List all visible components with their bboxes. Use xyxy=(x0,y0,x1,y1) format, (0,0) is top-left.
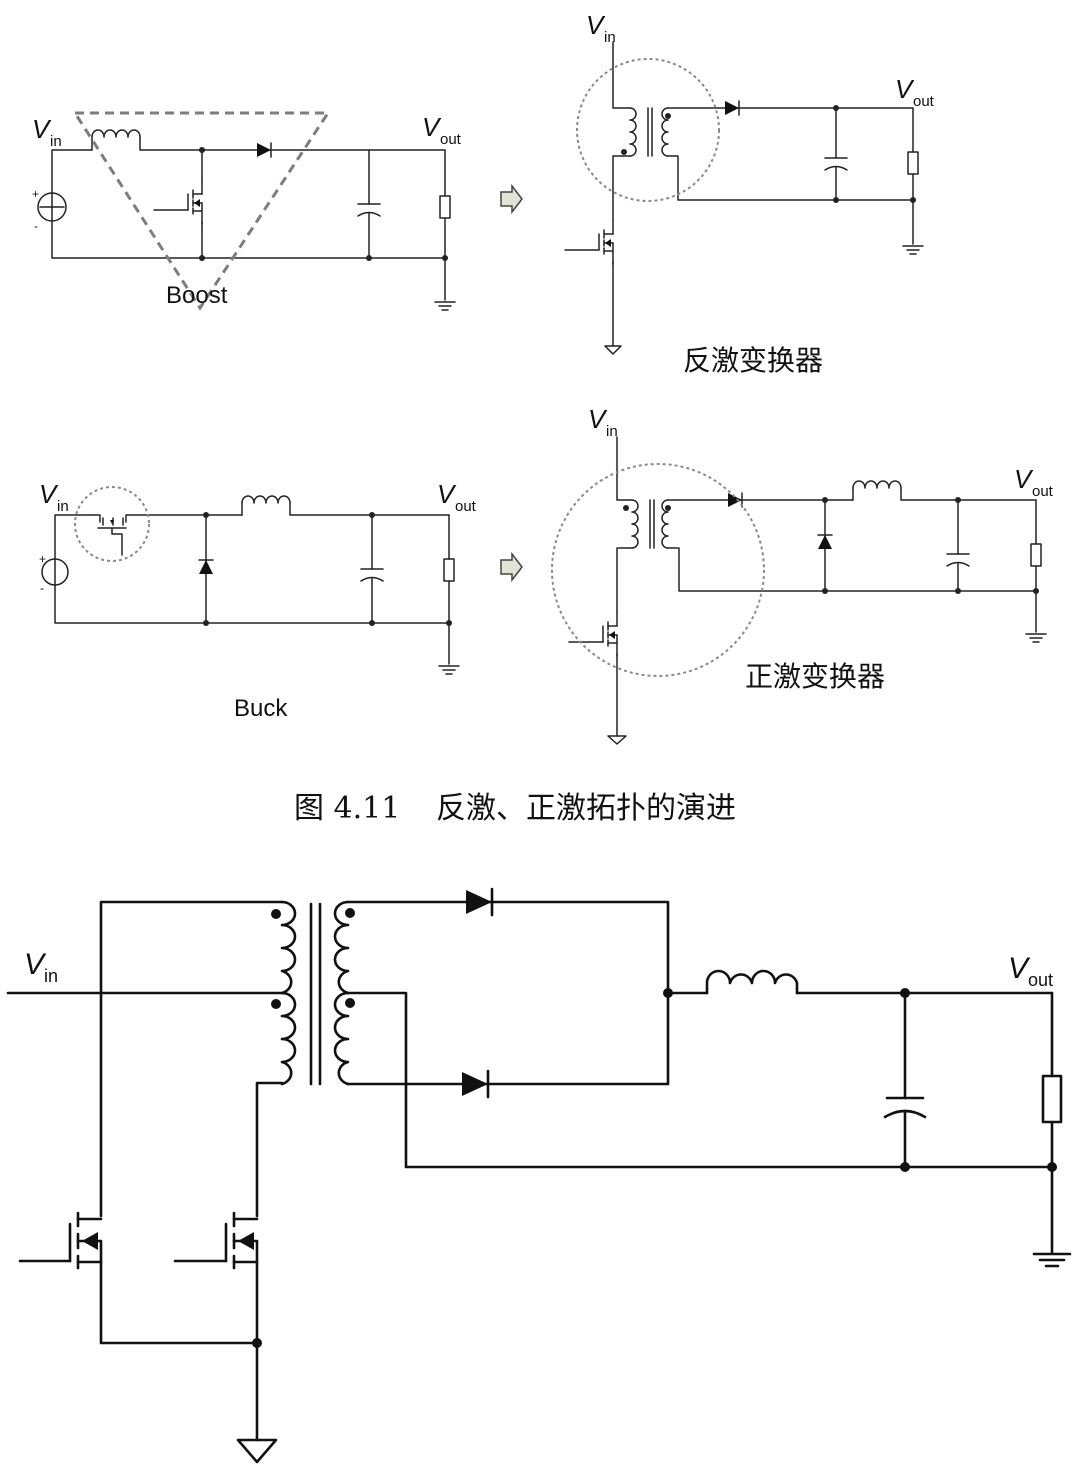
resistor-icon xyxy=(1041,1074,1063,1124)
buck-circuit: + - xyxy=(39,486,460,675)
ground-icon xyxy=(1025,633,1047,643)
svg-text:V: V xyxy=(1014,464,1034,494)
mosfet-icon xyxy=(153,179,203,225)
svg-text:in: in xyxy=(57,498,69,515)
ground-icon xyxy=(434,301,456,311)
svg-text:V: V xyxy=(588,404,608,434)
source-plus-label: + xyxy=(32,187,39,201)
svg-text:V: V xyxy=(39,479,59,509)
inductor-icon xyxy=(91,129,141,138)
voltage-source-icon xyxy=(37,192,67,222)
diode-icon xyxy=(256,142,272,158)
svg-text:V: V xyxy=(586,10,606,40)
large-vout-label: V out xyxy=(1008,952,1053,990)
mosfet-icon xyxy=(18,1211,103,1270)
svg-text:out: out xyxy=(1032,483,1054,500)
ground-icon xyxy=(902,245,924,255)
buck-label: Buck xyxy=(234,695,288,722)
resistor-icon xyxy=(439,195,451,219)
resistor-icon xyxy=(907,151,919,175)
svg-text:in: in xyxy=(50,133,62,150)
buck-highlight-circle xyxy=(74,486,150,562)
ground-icon xyxy=(604,345,622,355)
arrow-right-icon xyxy=(500,551,523,583)
svg-text:out: out xyxy=(1028,970,1053,990)
buck-vin-label: V in xyxy=(39,479,69,515)
diode-icon xyxy=(727,492,743,508)
flyback-vout-label: V out xyxy=(895,74,935,110)
boost-vout-label: V out xyxy=(422,112,462,148)
figure-caption: 反激、正激拓扑的演进 xyxy=(436,791,736,826)
boost-highlight-triangle xyxy=(72,111,331,311)
svg-text:out: out xyxy=(440,131,462,148)
transformer-icon xyxy=(621,107,671,157)
flyback-vin-label: V in xyxy=(586,10,616,46)
flyback-highlight-circle xyxy=(576,58,720,202)
svg-text:in: in xyxy=(604,29,616,46)
source-minus-label: - xyxy=(34,219,38,233)
resistor-icon xyxy=(1030,543,1042,567)
forward-circuit xyxy=(551,436,1047,745)
boost-vin-label: V in xyxy=(32,114,62,150)
boost-label: Boost xyxy=(166,282,228,309)
svg-text:in: in xyxy=(44,966,58,986)
source-plus-label: + xyxy=(39,552,46,566)
mosfet-icon xyxy=(564,219,614,265)
flyback-circuit xyxy=(564,41,924,355)
boost-circuit: + - xyxy=(32,111,456,311)
transformer-icon xyxy=(623,499,671,549)
resistor-icon xyxy=(443,558,455,582)
svg-text:V: V xyxy=(32,114,52,144)
mosfet-icon xyxy=(173,1211,259,1270)
mosfet-icon xyxy=(568,611,618,657)
push-pull-forward-circuit xyxy=(6,887,1072,1464)
forward-vin-label: V in xyxy=(588,404,618,440)
ground-icon xyxy=(607,735,627,745)
transformer-icon xyxy=(271,900,355,1086)
flyback-label: 反激变换器 xyxy=(683,344,823,377)
forward-highlight-circle xyxy=(551,463,765,677)
source-minus-label: - xyxy=(40,581,44,595)
svg-text:V: V xyxy=(437,479,457,509)
ground-icon xyxy=(236,1438,278,1464)
ground-icon xyxy=(438,665,460,675)
inductor-icon xyxy=(705,969,799,995)
diode-icon xyxy=(462,1069,490,1099)
svg-text:V: V xyxy=(1008,952,1031,985)
diode-icon xyxy=(817,534,833,550)
mosfet-icon xyxy=(94,514,243,556)
svg-text:out: out xyxy=(913,93,935,110)
svg-text:out: out xyxy=(455,498,477,515)
buck-vout-label: V out xyxy=(437,479,477,515)
diode-icon xyxy=(466,887,494,917)
diode-icon xyxy=(198,559,214,575)
figure-number: 图 4.11 xyxy=(294,791,400,826)
large-vin-label: V in xyxy=(24,948,58,986)
ground-icon xyxy=(1032,1252,1072,1268)
arrow-right-icon xyxy=(500,183,523,215)
svg-text:V: V xyxy=(24,948,47,981)
svg-text:V: V xyxy=(422,112,442,142)
svg-text:V: V xyxy=(895,74,915,104)
diode-icon xyxy=(724,100,740,116)
capacitor-icon xyxy=(883,1096,927,1119)
inductor-icon xyxy=(241,495,291,504)
forward-label: 正激变换器 xyxy=(745,660,885,693)
forward-vout-label: V out xyxy=(1014,464,1054,500)
svg-text:in: in xyxy=(606,423,618,440)
inductor-icon xyxy=(852,480,902,489)
